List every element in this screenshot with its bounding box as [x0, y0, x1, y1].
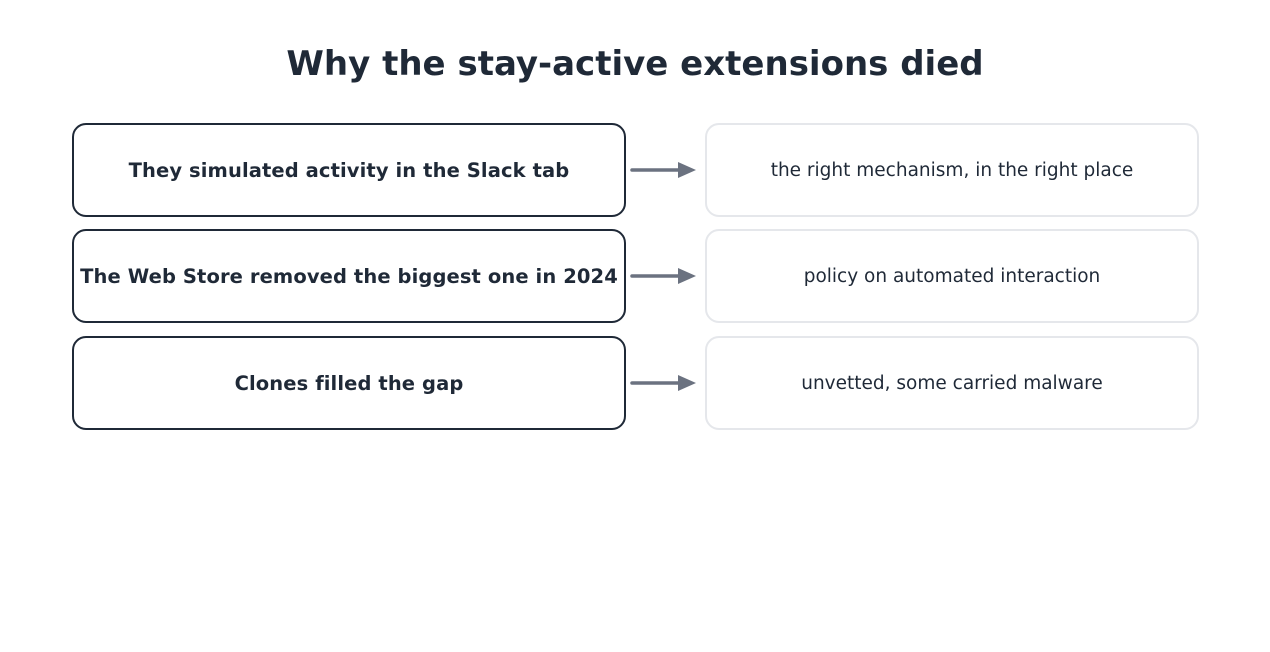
cause-box-2: The Web Store removed the biggest one in…: [72, 229, 626, 323]
effect-box-2: policy on automated interaction: [705, 229, 1199, 323]
effect-box-1: the right mechanism, in the right place: [705, 123, 1199, 217]
arrow-right-icon: [630, 162, 696, 178]
effect-text-2: policy on automated interaction: [803, 265, 1101, 287]
effect-box-3: unvetted, some carried malware: [705, 336, 1199, 430]
cause-text-3: Clones filled the gap: [234, 371, 464, 395]
diagram-row-2: The Web Store removed the biggest one in…: [0, 229, 1270, 323]
cause-box-1: They simulated activity in the Slack tab: [72, 123, 626, 217]
arrow-right-icon: [630, 268, 696, 284]
cause-text-1: They simulated activity in the Slack tab: [128, 158, 570, 182]
cause-text-2: The Web Store removed the biggest one in…: [80, 264, 618, 288]
diagram-row-1: They simulated activity in the Slack tab…: [0, 123, 1270, 217]
diagram-title: Why the stay-active extensions died: [286, 44, 984, 84]
cause-box-3: Clones filled the gap: [72, 336, 626, 430]
effect-text-1: the right mechanism, in the right place: [770, 159, 1134, 181]
arrow-right-icon: [630, 375, 696, 391]
diagram-row-3: Clones filled the gap unvetted, some car…: [0, 336, 1270, 430]
effect-text-3: unvetted, some carried malware: [801, 372, 1103, 394]
